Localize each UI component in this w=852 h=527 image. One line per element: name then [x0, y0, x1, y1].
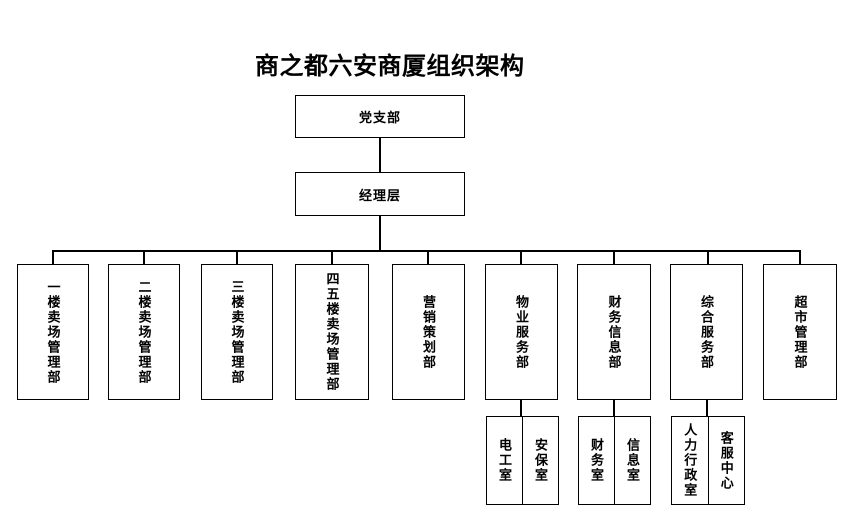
box-party-branch-label: 党支部 — [358, 110, 401, 125]
sub-cell: 安保室 — [523, 417, 558, 504]
dept-box-floor45-sales: 四五楼卖场管理部 — [295, 264, 369, 400]
sub-cell-label: 电工室 — [497, 438, 512, 483]
box-party-branch: 党支部 — [295, 95, 465, 138]
dept-label: 营销策划部 — [421, 294, 436, 370]
dept-label: 二楼卖场管理部 — [136, 279, 152, 385]
sub-box-property: 电工室 安保室 — [486, 416, 559, 505]
sub-cell-label: 客服中心 — [718, 430, 734, 491]
dept-label: 超市管理部 — [792, 294, 808, 370]
sub-connector-finance — [613, 400, 615, 416]
box-management-layer-label: 经理层 — [358, 187, 401, 203]
rail-stub-4 — [331, 250, 333, 265]
sub-connector-property — [520, 400, 522, 416]
sub-cell: 信息室 — [615, 417, 650, 504]
sub-cell-label: 财务室 — [589, 438, 604, 483]
dept-label: 综合服务部 — [699, 294, 714, 370]
rail-stub-7 — [613, 250, 615, 265]
connector-root-to-management — [379, 138, 381, 172]
sub-cell: 电工室 — [487, 417, 523, 504]
sub-box-general: 人力行政室 客服中心 — [671, 416, 745, 505]
dept-box-supermarket: 超市管理部 — [763, 264, 837, 400]
sub-connector-general — [706, 400, 708, 416]
page-title: 商之都六安商厦组织架构 — [255, 54, 525, 80]
rail-stub-5 — [427, 250, 429, 265]
dept-label: 三楼卖场管理部 — [229, 279, 245, 385]
dept-box-property-services: 物业服务部 — [485, 264, 558, 400]
sub-box-finance: 财务室 信息室 — [578, 416, 651, 505]
dept-box-floor2-sales: 二楼卖场管理部 — [108, 264, 180, 400]
dept-box-finance-info: 财务信息部 — [577, 264, 651, 400]
dept-box-marketing: 营销策划部 — [392, 264, 465, 400]
sub-cell-label: 安保室 — [533, 438, 548, 483]
rail-stub-1 — [52, 250, 54, 265]
sub-cell-label: 信息室 — [625, 438, 640, 483]
sub-cell: 人力行政室 — [672, 417, 709, 504]
dept-box-floor1-sales: 一楼卖场管理部 — [17, 264, 89, 400]
sub-cell: 客服中心 — [709, 417, 745, 504]
rail-stub-6 — [520, 250, 522, 265]
dept-label: 四五楼卖场管理部 — [324, 272, 340, 392]
rail-stub-2 — [143, 250, 145, 265]
rail-stub-8 — [707, 250, 709, 265]
dept-box-general-services: 综合服务部 — [670, 264, 743, 400]
sub-cell-label: 人力行政室 — [682, 423, 698, 498]
rail-stub-9 — [799, 250, 801, 265]
connector-management-to-rail — [379, 216, 381, 250]
dept-label: 一楼卖场管理部 — [45, 279, 61, 385]
rail-line — [52, 250, 801, 252]
dept-label: 物业服务部 — [514, 294, 529, 370]
rail-stub-3 — [236, 250, 238, 265]
dept-box-floor3-sales: 三楼卖场管理部 — [201, 264, 273, 400]
sub-cell: 财务室 — [579, 417, 615, 504]
box-management-layer: 经理层 — [295, 172, 465, 216]
dept-label: 财务信息部 — [606, 294, 622, 370]
